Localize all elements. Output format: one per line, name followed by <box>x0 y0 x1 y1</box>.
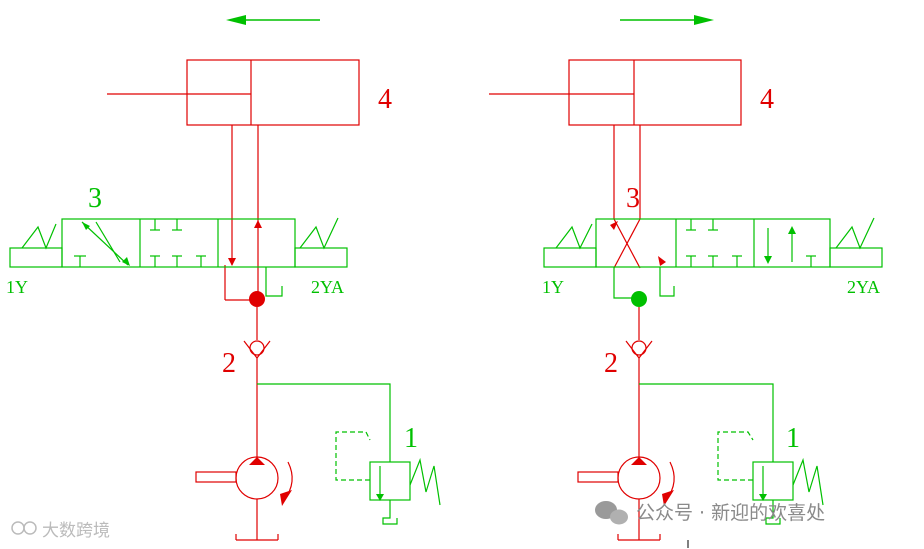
left-valve-label: 3 <box>88 183 102 214</box>
left-direction-arrow <box>226 15 320 25</box>
watermark-right: 公众号 · 新迎的欢喜处 <box>595 501 825 525</box>
left-cylinder-lines <box>224 125 259 301</box>
left-relief-line <box>257 383 391 462</box>
left-directional-valve <box>9 217 348 297</box>
right-pump <box>577 456 675 541</box>
left-flow-arrow-down <box>228 258 236 266</box>
right-valve-arrowhead-b <box>658 256 666 266</box>
left-pump <box>195 456 293 541</box>
left-pressure-point <box>249 291 265 307</box>
left-rotation-arrow <box>280 490 292 506</box>
right-solenoid-2ya: 2YA <box>847 277 880 297</box>
left-check-valve <box>243 307 271 462</box>
left-cylinder <box>107 59 360 126</box>
right-relief-label: 1 <box>786 423 800 454</box>
right-relief-line <box>639 383 774 462</box>
left-solenoid-1y: 1Y <box>6 277 28 297</box>
right-direction-arrow <box>620 15 714 25</box>
right-solenoid-1y: 1Y <box>542 277 564 297</box>
right-pump-triangle <box>631 457 647 465</box>
right-rotation-arrow <box>662 490 674 506</box>
right-relief-arrow <box>759 494 767 501</box>
left-valve-arrowhead-2 <box>82 222 90 230</box>
right-check-valve <box>625 307 653 462</box>
left-valve-arrowhead <box>122 257 130 266</box>
watermark-right-text: 公众号 · 新迎的欢喜处 <box>636 502 825 524</box>
right-valve-label: 3 <box>626 183 640 214</box>
right-circuit: 4 <box>489 15 883 541</box>
right-valve-arrow-down <box>764 256 772 264</box>
left-flow-arrow-up <box>254 220 262 228</box>
wechat-icon <box>595 501 628 525</box>
right-valve-arrow-up <box>788 226 796 234</box>
left-check-label: 2 <box>222 348 236 379</box>
right-cylinder-lines <box>613 125 641 269</box>
left-cylinder-label: 4 <box>378 84 392 115</box>
right-valve-arrowhead-a <box>610 221 618 230</box>
right-pressure-point <box>631 291 647 307</box>
watermark-left-text: 大数跨境 <box>42 521 110 541</box>
left-relief-label: 1 <box>404 423 418 454</box>
left-relief-arrow <box>376 494 384 501</box>
right-check-label: 2 <box>604 348 618 379</box>
watermark-left: 大数跨境 <box>11 521 110 541</box>
right-relief-valve <box>717 431 824 525</box>
left-pump-triangle <box>249 457 265 465</box>
left-solenoid-2ya: 2YA <box>311 277 344 297</box>
right-directional-valve <box>543 217 883 299</box>
right-cylinder-label: 4 <box>760 84 774 115</box>
left-circuit: 4 <box>6 15 441 541</box>
left-relief-valve <box>335 431 441 525</box>
watermark-left-logo <box>11 521 37 535</box>
right-cylinder <box>489 59 742 126</box>
